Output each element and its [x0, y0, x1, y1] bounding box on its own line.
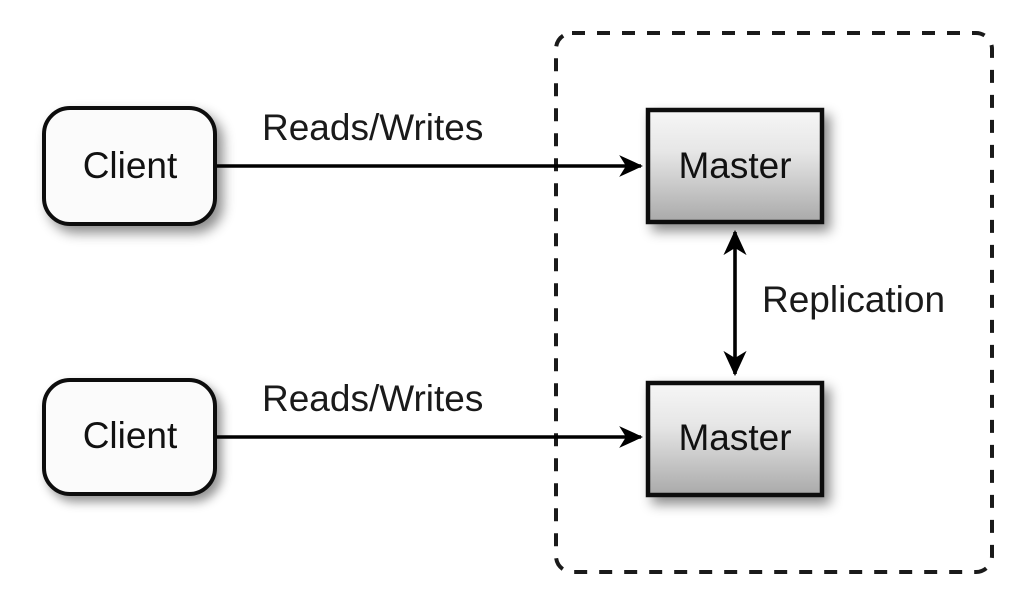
node-client-top[interactable]: Client — [42, 106, 217, 226]
client-bottom-shape — [42, 378, 217, 496]
master-top-shape — [645, 107, 825, 225]
client-top-label: Client — [83, 145, 178, 186]
edge-label-replication: Replication — [762, 279, 945, 320]
edge-label-reads-writes-bottom: Reads/Writes — [262, 378, 483, 419]
edge-label-reads-writes-top: Reads/Writes — [262, 107, 483, 148]
master-top-label: Master — [678, 145, 791, 186]
replication-cluster-boundary — [554, 31, 994, 574]
master-bottom-shape — [645, 380, 825, 498]
node-client-bottom[interactable]: Client — [42, 378, 217, 496]
client-top-shape — [42, 106, 217, 226]
master-bottom-label: Master — [678, 417, 791, 458]
client-bottom-label: Client — [83, 415, 178, 456]
node-master-bottom[interactable]: Master — [645, 380, 825, 498]
node-master-top[interactable]: Master — [645, 107, 825, 225]
